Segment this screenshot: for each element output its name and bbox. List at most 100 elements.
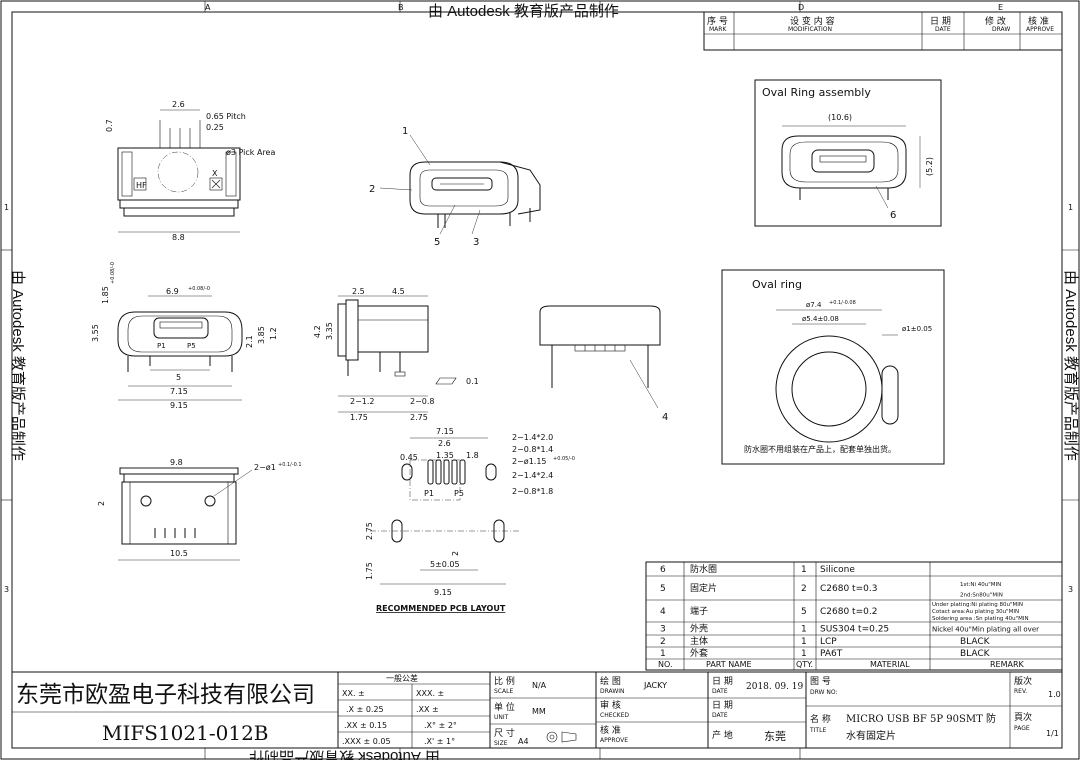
checked-label: 审 核: [600, 699, 621, 711]
bom-row-qty: 5: [801, 607, 807, 617]
dim-2-1-2: 2−1.2: [350, 397, 375, 406]
tol-r3c0: .XXX ± 0.05: [342, 737, 391, 746]
rev-header-mod: 设 变 内 容: [790, 15, 835, 27]
dim-7-4-tol: +0.1/-0.08: [829, 300, 856, 306]
rev-header-draw: 修 改: [985, 15, 1006, 27]
bom-header-remark: REMARK: [990, 660, 1025, 669]
oval-ring-view: Oval ring ø7.4 +0.1/-0.08 ø5.4±0.08 ø1±0…: [721, 269, 945, 465]
callout-1: 1: [402, 126, 408, 137]
dim-pick-area: ø3 Pick Area: [226, 148, 275, 157]
bottom-view: 9.8 2−ø1 +0.1/-0.1 2 10.5: [97, 458, 302, 561]
bom-row-remark-line: Soldering area :Sn plating 40u"MIN: [932, 616, 1029, 622]
scale-label-en: SCALE: [494, 688, 513, 695]
oval-ring-title: Oval ring: [752, 278, 802, 291]
zone-d: D: [798, 3, 804, 12]
pcb-pin-p5: P5: [454, 489, 464, 498]
bom-row-material: Silicone: [820, 565, 855, 575]
pcb-dim-5: 5±0.05: [430, 560, 460, 569]
zone-a: A: [205, 3, 211, 12]
pcb-dim-7-15: 7.15: [436, 427, 454, 436]
bom-row-part: 外套: [690, 647, 708, 659]
drawn-label-en: DRAWIN: [600, 688, 625, 695]
oval-ring-note: 防水圈不用组装在产品上，配套单独出货。: [744, 444, 896, 454]
pcb-dim-2-75: 2.75: [365, 522, 374, 540]
dim-3-85: 3.85: [257, 326, 266, 344]
checked-label-en: CHECKED: [600, 712, 629, 719]
date2-label-en: DATE: [712, 712, 728, 719]
dwg-no-label: 图 号: [810, 676, 831, 687]
dim-9-15: 9.15: [170, 401, 188, 410]
callout-6: 6: [890, 210, 896, 221]
bom-row-part: 防水圈: [690, 563, 717, 575]
dim-2-6: 2.6: [172, 100, 185, 109]
watermark-bottom: 由 Autodesk 教育版产品制作: [249, 748, 440, 760]
bom-row-qty: 1: [801, 625, 807, 635]
bom-row-no: 3: [660, 625, 666, 635]
pcb-note-5: 2−0.8*1.8: [512, 487, 553, 496]
tol-r3c1: .X' ± 1°: [424, 737, 455, 746]
callout-5: 5: [434, 237, 440, 248]
pcb-dim-1-35: 1.35: [436, 451, 454, 460]
bom-row-part: 外壳: [690, 623, 708, 635]
date2-label: 日 期: [712, 700, 733, 711]
pcb-layout: 7.15 2.6 1.35 1.8 0.45 2.75 1.75 2 5±0.0…: [365, 427, 575, 613]
dim-5-4: ø5.4±0.08: [802, 315, 839, 323]
callout-3: 3: [473, 237, 479, 248]
bom-row-qty: 1: [801, 649, 807, 659]
bom-header-no: NO.: [658, 660, 673, 669]
date1-label: 日 期: [712, 676, 733, 687]
tol-r0c0: XX. ±: [342, 689, 365, 698]
bom-row-qty: 1: [801, 565, 807, 575]
dim-0-65-pitch: 0.65 Pitch: [206, 112, 246, 121]
bom-row-remark-line: Cotact area:Au plating 30u"MIN: [932, 609, 1019, 615]
page-label-en: PAGE: [1014, 725, 1030, 732]
title-label: 名 称: [810, 713, 831, 725]
watermark-right: 由 Autodesk 教育版产品制作: [1062, 270, 1079, 461]
pcb-dim-1-75: 1.75: [365, 562, 374, 580]
bom-row-material: SUS304 t=0.25: [820, 625, 889, 635]
bom-row-remark-line: 2nd:Sn80u"MIN: [960, 593, 1003, 599]
bom-row-remark-line: 1st:Ni 40u"MIN: [960, 582, 1001, 588]
bom-row-remark-line: Under plating:Ni plating 80u"MIN: [932, 602, 1023, 608]
rev-header-date-en: DATE: [935, 26, 951, 33]
page-value: 1/1: [1046, 729, 1059, 738]
bom-header-part: PART NAME: [706, 660, 752, 669]
dim-4-5: 4.5: [392, 287, 405, 296]
rev-header-mod-en: MODIFICATION: [788, 26, 832, 33]
tol-r1c0: .X ± 0.25: [346, 705, 384, 714]
dim-2-75: 2.75: [410, 413, 428, 422]
pcb-dim-2: 2: [451, 551, 460, 556]
dim-1: ø1±0.05: [902, 325, 932, 333]
bom-row-qty: 1: [801, 637, 807, 647]
mark-x: X: [212, 169, 218, 178]
dim-3-35: 3.35: [325, 322, 334, 340]
dim-2: 2: [97, 501, 106, 506]
rev-header-mark-en: MARK: [709, 26, 727, 33]
rev-header-approve: 核 准: [1028, 15, 1049, 27]
pin-p5: P5: [187, 342, 196, 350]
watermark-left: 由 Autodesk 教育版产品制作: [9, 270, 26, 461]
bom-header-material: MATERIAL: [870, 660, 910, 669]
rev-value: 1.0: [1048, 690, 1061, 699]
drawing-number: MIFS1021-012B: [102, 721, 268, 745]
bom-row-part: 主体: [690, 635, 708, 647]
dim-5-2: (5.2): [925, 157, 934, 176]
dim-7-4: ø7.4: [806, 301, 822, 309]
dim-2-hole-tol: +0.1/-0.1: [278, 462, 302, 468]
bom-row-qty: 2: [801, 584, 807, 594]
dim-6-9-tol: +0.08/-0: [188, 286, 210, 292]
pcb-note-3-tol: +0.05/-0: [553, 456, 575, 462]
watermark-top: 由 Autodesk 教育版产品制作: [428, 3, 619, 20]
mark-hf: HF: [136, 181, 147, 190]
zone-b: B: [398, 3, 404, 12]
date1-label-en: DATE: [712, 688, 728, 695]
zone-3: 3: [4, 585, 9, 594]
title-line-1: MICRO USB BF 5P 90SMT 防: [846, 712, 996, 725]
dim-10-6: (10.6): [828, 113, 852, 122]
title-line-2: 水有固定片: [846, 729, 896, 742]
unit-label: 单 位: [494, 701, 515, 713]
company-name: 东莞市欧盈电子科技有限公司: [16, 682, 315, 708]
callout-4: 4: [662, 412, 668, 423]
